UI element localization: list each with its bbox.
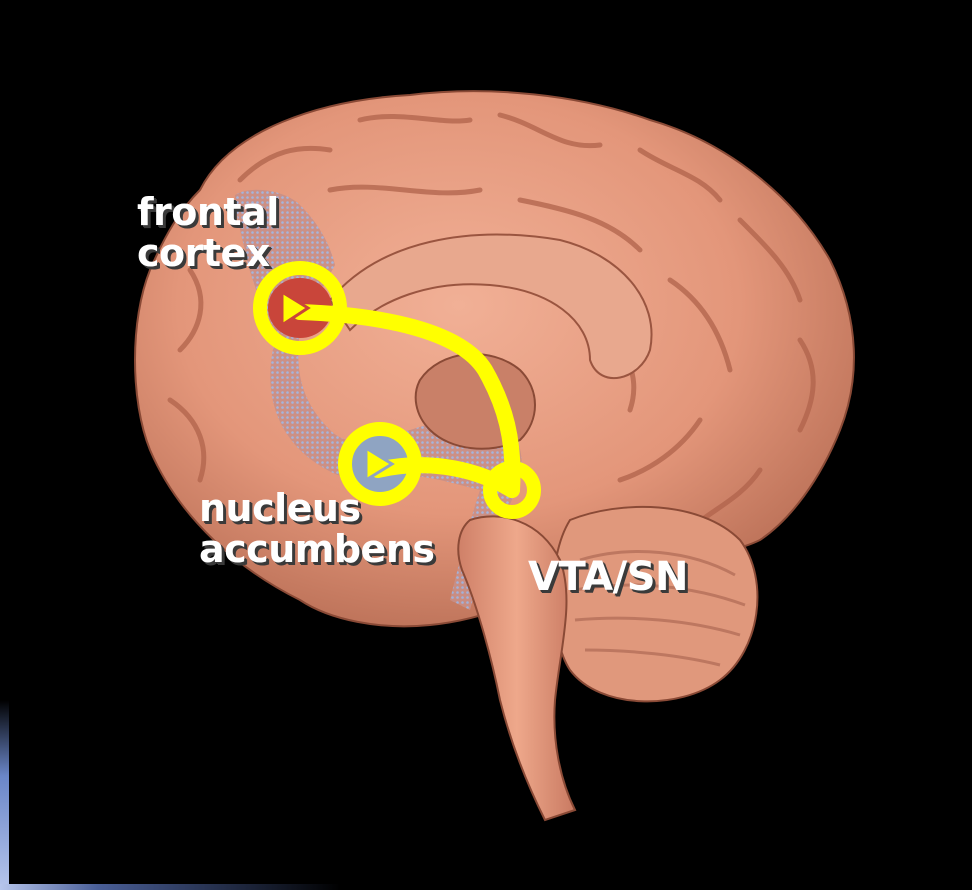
nucleus-accumbens-label-line2: accumbens bbox=[199, 529, 435, 570]
brain-cerebellum bbox=[553, 507, 757, 702]
frontal-cortex-label-line2: cortex bbox=[137, 233, 279, 274]
nucleus-accumbens-label: nucleus accumbens bbox=[199, 488, 435, 570]
nucleus-accumbens-label-line1: nucleus bbox=[199, 488, 435, 529]
frontal-cortex-label-line1: frontal bbox=[137, 192, 279, 233]
frontal-cortex-label: frontal cortex bbox=[137, 192, 279, 274]
vta-sn-label: VTA/SN bbox=[528, 556, 688, 599]
